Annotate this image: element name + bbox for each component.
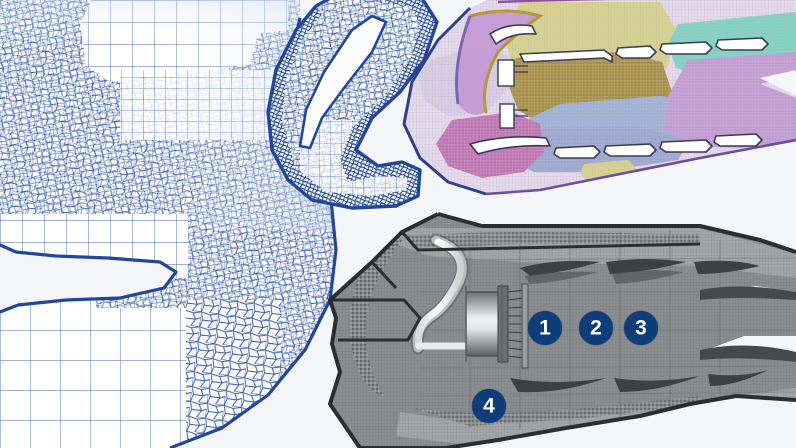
callout-badge-2-label: 2 (590, 316, 602, 339)
zone-bottom-skin (485, 138, 796, 196)
blade-inner-slot (300, 16, 386, 148)
inlet-lip-fill (456, 11, 540, 115)
callout-badge-1[interactable]: 1 (528, 311, 562, 345)
callout-badge-3[interactable]: 3 (624, 311, 658, 345)
shaft-struts (497, 59, 528, 129)
engine-pylon-cut (330, 298, 422, 342)
engine-bottom-edge (360, 394, 796, 448)
rotor-assembly (465, 283, 529, 369)
callout-badge-4[interactable]: 4 (472, 389, 506, 423)
inlet-lip-violet-line (455, 15, 472, 105)
callout-badge-2[interactable]: 2 (579, 311, 613, 345)
left-mesh-slot-edge (0, 243, 178, 314)
engine-nose-cut (370, 260, 398, 290)
lower-vane-row (510, 370, 768, 393)
engine-top-edge (437, 212, 796, 254)
callout-badge-4-label: 4 (483, 394, 495, 417)
blade-outer-edge (266, 0, 439, 210)
callout-badge-3-label: 3 (635, 316, 647, 339)
engine-inner-top (400, 231, 701, 252)
aft-vane-upper (700, 286, 796, 300)
lower-blade-row (469, 133, 763, 159)
upper-blade-row (489, 24, 769, 63)
upper-vane-row (520, 259, 760, 276)
upper-vane-row-shadow (524, 270, 684, 284)
engine-nose-edge (328, 212, 439, 448)
aft-vane-lower (700, 345, 796, 362)
blade-slot-edge (298, 14, 388, 150)
inlet-duct (415, 238, 464, 350)
zone-left-skin (402, 6, 487, 196)
zone-magenta-skin (497, 0, 610, 4)
callout-badge-1-label: 1 (539, 316, 551, 339)
